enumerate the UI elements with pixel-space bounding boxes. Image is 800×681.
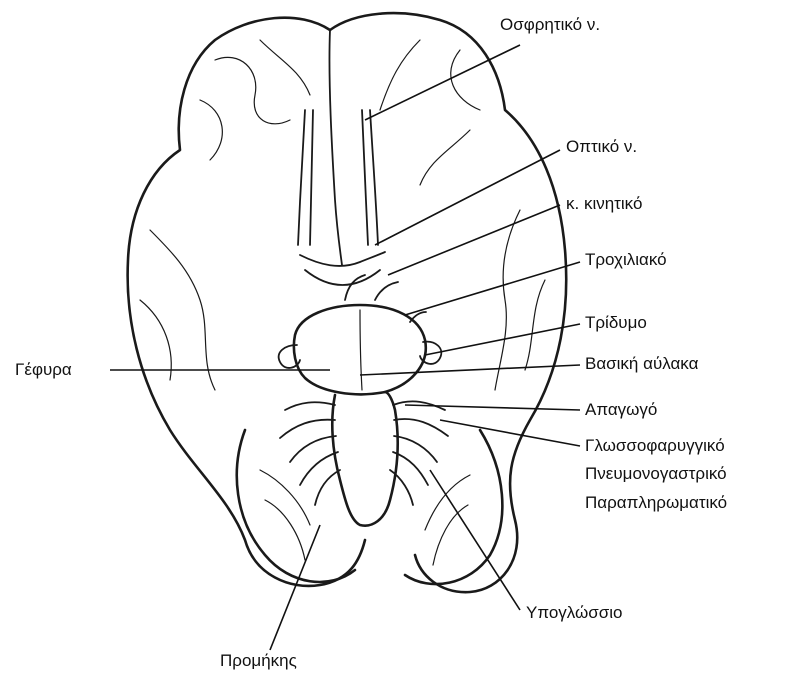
leader-optic (375, 150, 560, 245)
label-abducens-nerve: Απαγωγό (585, 400, 657, 420)
label-trochlear-nerve: Τροχιλιακό (585, 250, 667, 270)
leader-olfactory (365, 45, 520, 120)
brain-outline (128, 13, 567, 592)
leader-medulla (270, 525, 320, 650)
leader-lines (110, 45, 580, 650)
leader-abducens (405, 405, 580, 410)
label-trigeminal-nerve: Τρίδυμο (585, 313, 647, 333)
leader-trochlear (405, 262, 580, 315)
label-olfactory-nerve: Οσφρητικό ν. (500, 15, 600, 35)
label-glossopharyngeal-nerve: Γλωσσοφαρυγγικό (585, 436, 725, 456)
label-accessory-nerve: Παραπληρωματικό (585, 493, 727, 513)
label-oculomotor-nerve: κ. κινητικό (566, 194, 642, 214)
label-pons: Γέφυρα (15, 360, 72, 380)
label-basilar-sulcus: Βασική αύλακα (585, 354, 698, 374)
label-vagus-nerve: Πνευμονογαστρικό (585, 464, 727, 484)
label-medulla: Προμήκης (220, 651, 297, 671)
label-optic-nerve: Οπτικό ν. (566, 137, 637, 157)
leader-basilar-sulcus (360, 365, 580, 375)
leader-oculomotor (388, 205, 560, 275)
leader-glossopharyngeal (440, 420, 580, 446)
label-hypoglossal-nerve: Υπογλώσσιο (526, 603, 623, 623)
